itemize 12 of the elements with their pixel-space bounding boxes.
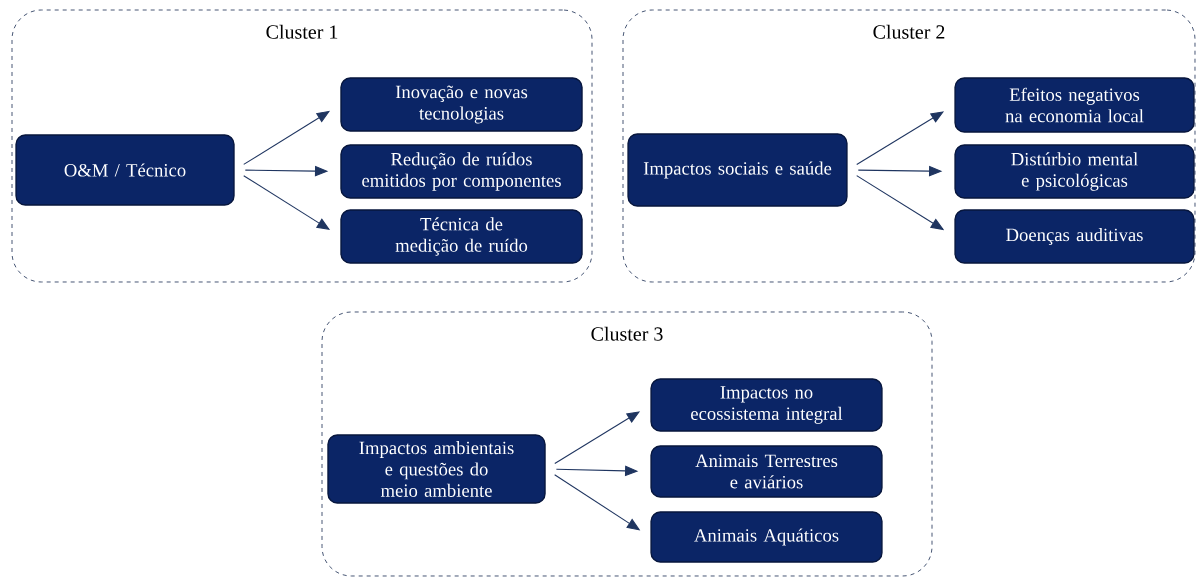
process-box: Técnica de medição de ruído [340,209,583,264]
process-box: Impactos sociais e saúde [627,133,848,207]
process-box: Animais Aquáticos [650,511,883,563]
process-box: O&M / Técnico [15,134,235,206]
process-box: Efeitos negativos na economia local [954,77,1195,133]
process-box: Impactos no ecossistema integral [650,378,883,432]
process-box: Impactos ambientais e questões do meio ambiente [327,434,546,504]
process-box: Doenças auditivas [954,209,1195,264]
process-box: Inovação e novas tecnologias [340,77,583,132]
process-box: Redução de ruídos emitidos por componentes [340,144,583,199]
process-box: Animais Terrestres e aviários [650,445,883,498]
process-box: Distúrbio mental e psicológicas [954,144,1195,199]
